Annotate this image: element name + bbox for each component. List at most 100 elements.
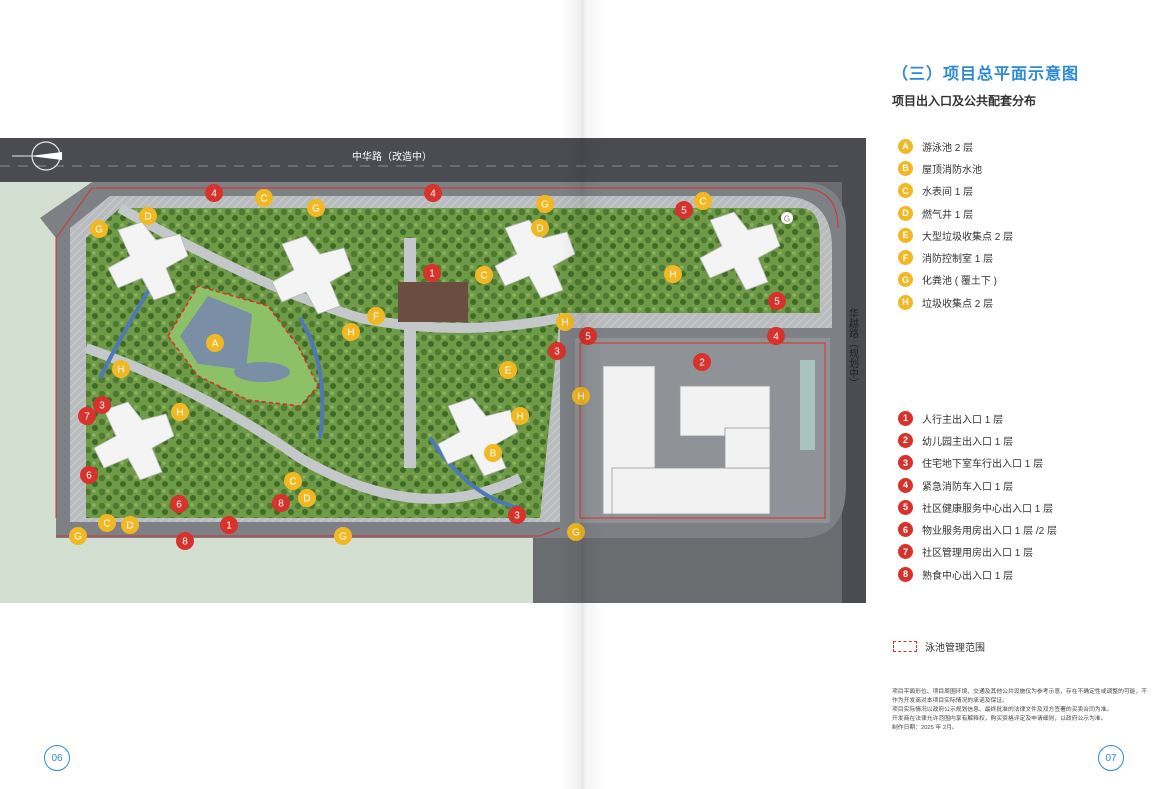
svg-text:G: G <box>339 532 347 543</box>
svg-text:D: D <box>126 521 133 532</box>
page-subtitle: 项目出入口及公共配套分布 <box>892 94 1037 108</box>
map-markers: 4 4 5 C G D G G D C 1 C H F H A H 5 5 4 … <box>69 184 793 550</box>
svg-text:8: 8 <box>278 499 284 510</box>
dashed-boundary-icon <box>893 641 917 652</box>
legend-label: 住宅地下室车行出入口 1 层 <box>922 459 1044 471</box>
svg-text:4: 4 <box>430 189 436 200</box>
marker: 6 <box>80 466 98 484</box>
marker: 3 <box>508 506 526 524</box>
svg-text:D: D <box>536 224 543 235</box>
svg-text:H: H <box>577 392 584 403</box>
marker: 4 <box>205 184 223 202</box>
legend-label: 游泳池 2 层 <box>922 142 974 154</box>
legend-item: F 消防控制室 1 层 <box>898 246 1138 268</box>
svg-text:5: 5 <box>585 332 591 343</box>
site-plan-svg: 中华路（改造中） 华越路（规划中） 4 4 5 C <box>0 138 866 603</box>
legend-label: 消防控制室 1 层 <box>922 254 994 266</box>
marker: C <box>694 192 712 210</box>
kindergarten-buildings <box>602 365 771 515</box>
marker: H <box>342 323 360 341</box>
marker-icon: 5 <box>898 499 913 515</box>
svg-text:D: D <box>144 212 151 223</box>
legend-label: 幼儿园主出入口 1 层 <box>922 436 1014 448</box>
left-page-number: 06 <box>44 745 70 771</box>
marker: 5 <box>579 327 597 345</box>
marker: 5 <box>675 201 693 219</box>
marker-icon: 3 <box>898 455 913 471</box>
svg-text:F: F <box>373 312 379 323</box>
road-label-top: 中华路（改造中） <box>352 150 432 163</box>
marker: G <box>69 527 87 545</box>
marker: G <box>307 199 325 217</box>
legend-label: 熟食中心出入口 1 层 <box>922 570 1014 582</box>
marker-icon: F <box>898 250 913 266</box>
legend-item: D 燃气井 1 层 <box>898 202 1138 224</box>
svg-text:H: H <box>347 328 354 339</box>
marker-icon: 8 <box>898 566 913 582</box>
legend-label: 大型垃圾收集点 2 层 <box>922 231 1014 243</box>
marker: D <box>139 207 157 225</box>
svg-text:C: C <box>103 519 110 530</box>
svg-text:B: B <box>490 449 497 460</box>
svg-text:G: G <box>541 200 549 211</box>
marker-icon: A <box>898 138 913 154</box>
pool-range-label: 泳池管理范围 <box>925 643 985 654</box>
svg-text:C: C <box>480 271 487 282</box>
note-line: 项目实际情况以政府公示规划信息、最终批准的法律文件及双方签署的买卖合同为准。 <box>892 707 1113 713</box>
marker: 3 <box>93 396 111 414</box>
note-line: 开发商在法律允许范围内享有解释权，购买资格评定及申请细则，以政府公示为准。 <box>892 716 1107 722</box>
legend-item: 2 幼儿园主出入口 1 层 <box>898 429 1138 451</box>
svg-text:H: H <box>176 408 183 419</box>
legend-item: 8 熟食中心出入口 1 层 <box>898 563 1138 585</box>
svg-text:2: 2 <box>699 358 705 369</box>
marker: 3 <box>548 342 566 360</box>
residential-towers <box>93 211 781 481</box>
disclaimer-notes: 项目平面形位、项目周围环境、交通及其他公共设施仅为参考示意，存在不确定性或调整的… <box>892 688 1150 733</box>
marker-icon: H <box>898 294 913 310</box>
right-page-number: 07 <box>1098 745 1124 771</box>
marker: C <box>255 189 273 207</box>
marker-icon: 1 <box>898 410 913 426</box>
marker: 7 <box>78 407 96 425</box>
svg-text:6: 6 <box>176 500 182 511</box>
legend-label: 燃气井 1 层 <box>922 209 974 221</box>
marker-icon: 6 <box>898 522 913 538</box>
marker: 8 <box>272 494 290 512</box>
marker: 1 <box>220 516 238 534</box>
marker-icon: D <box>898 205 913 221</box>
marker: G <box>90 220 108 238</box>
marker-icon: B <box>898 160 913 176</box>
marker: C <box>98 514 116 532</box>
svg-text:G: G <box>784 215 790 224</box>
marker: H <box>556 313 574 331</box>
page-title: （三）项目总平面示意图 <box>892 66 1080 83</box>
legend-label: 物业服务用房出入口 1 层 /2 层 <box>922 526 1058 538</box>
marker-icon: 2 <box>898 432 913 448</box>
marker: C <box>284 472 302 490</box>
marker-icon: 7 <box>898 544 913 560</box>
marker: 4 <box>424 184 442 202</box>
svg-text:5: 5 <box>681 206 687 217</box>
svg-text:H: H <box>669 270 676 281</box>
svg-text:8: 8 <box>182 537 188 548</box>
svg-text:3: 3 <box>99 401 105 412</box>
note-line: 制作日期：2025 年 2月。 <box>892 725 958 731</box>
marker: D <box>531 219 549 237</box>
svg-text:5: 5 <box>774 297 780 308</box>
svg-text:H: H <box>117 365 124 376</box>
svg-text:C: C <box>699 197 706 208</box>
swimming-pool <box>180 296 252 370</box>
north-arrow-icon <box>12 141 62 171</box>
marker: G <box>781 212 793 224</box>
svg-text:4: 4 <box>211 189 217 200</box>
marker: H <box>171 403 189 421</box>
marker: G <box>567 523 585 541</box>
pool-range-key: 泳池管理范围 <box>893 639 985 654</box>
